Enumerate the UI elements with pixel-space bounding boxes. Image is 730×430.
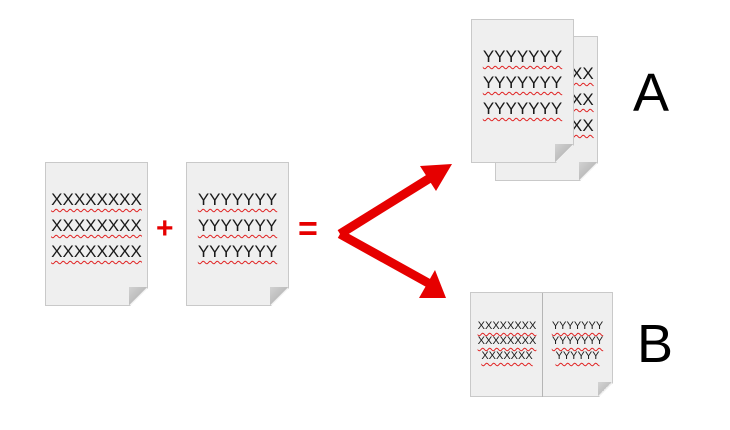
text-line: XXXXXXXX [51, 242, 142, 261]
source-page-x: XXXXXXXX XXXXXXXX XXXXXXXX [45, 162, 148, 306]
source-page-y: YYYYYYY YYYYYYY YYYYYYY [186, 162, 289, 306]
option-a-label: A [633, 63, 670, 123]
plus-sign: + [156, 212, 174, 245]
text-line: XX [571, 64, 594, 83]
text-line: YYYYYY [555, 350, 600, 362]
text-line: XXXXXXXX [477, 335, 537, 347]
text-line: YYYYYYY [551, 335, 604, 347]
text-line: XXXXXXXX [51, 190, 142, 209]
text-line: YYYYYYY [482, 73, 563, 92]
text-line: YYYYYYY [482, 99, 563, 118]
text-line: YYYYYYY [551, 320, 604, 332]
text-line: XXXXXXX [481, 350, 533, 362]
text-line: YYYYYYY [482, 47, 563, 66]
text-line: XX [571, 90, 594, 109]
equals-sign: = [298, 210, 318, 248]
option-b-combined-page: XXXXXXXX XXXXXXXX XXXXXXX YYYYYYY YYYYYY… [470, 292, 613, 397]
option-a-front-page: YYYYYYY YYYYYYY YYYYYYY [471, 19, 574, 163]
text-line: YYYYYYY [197, 242, 278, 261]
text-line: XXXXXXXX [51, 216, 142, 235]
option-b-label: B [637, 314, 674, 374]
text-line: XX [571, 116, 594, 135]
page-divider [542, 293, 543, 398]
text-line: XXXXXXXX [477, 320, 537, 332]
arrow-to-a [337, 164, 452, 238]
arrow-to-b [337, 230, 446, 298]
text-line: YYYYYYY [197, 216, 278, 235]
text-line: YYYYYYY [197, 190, 278, 209]
